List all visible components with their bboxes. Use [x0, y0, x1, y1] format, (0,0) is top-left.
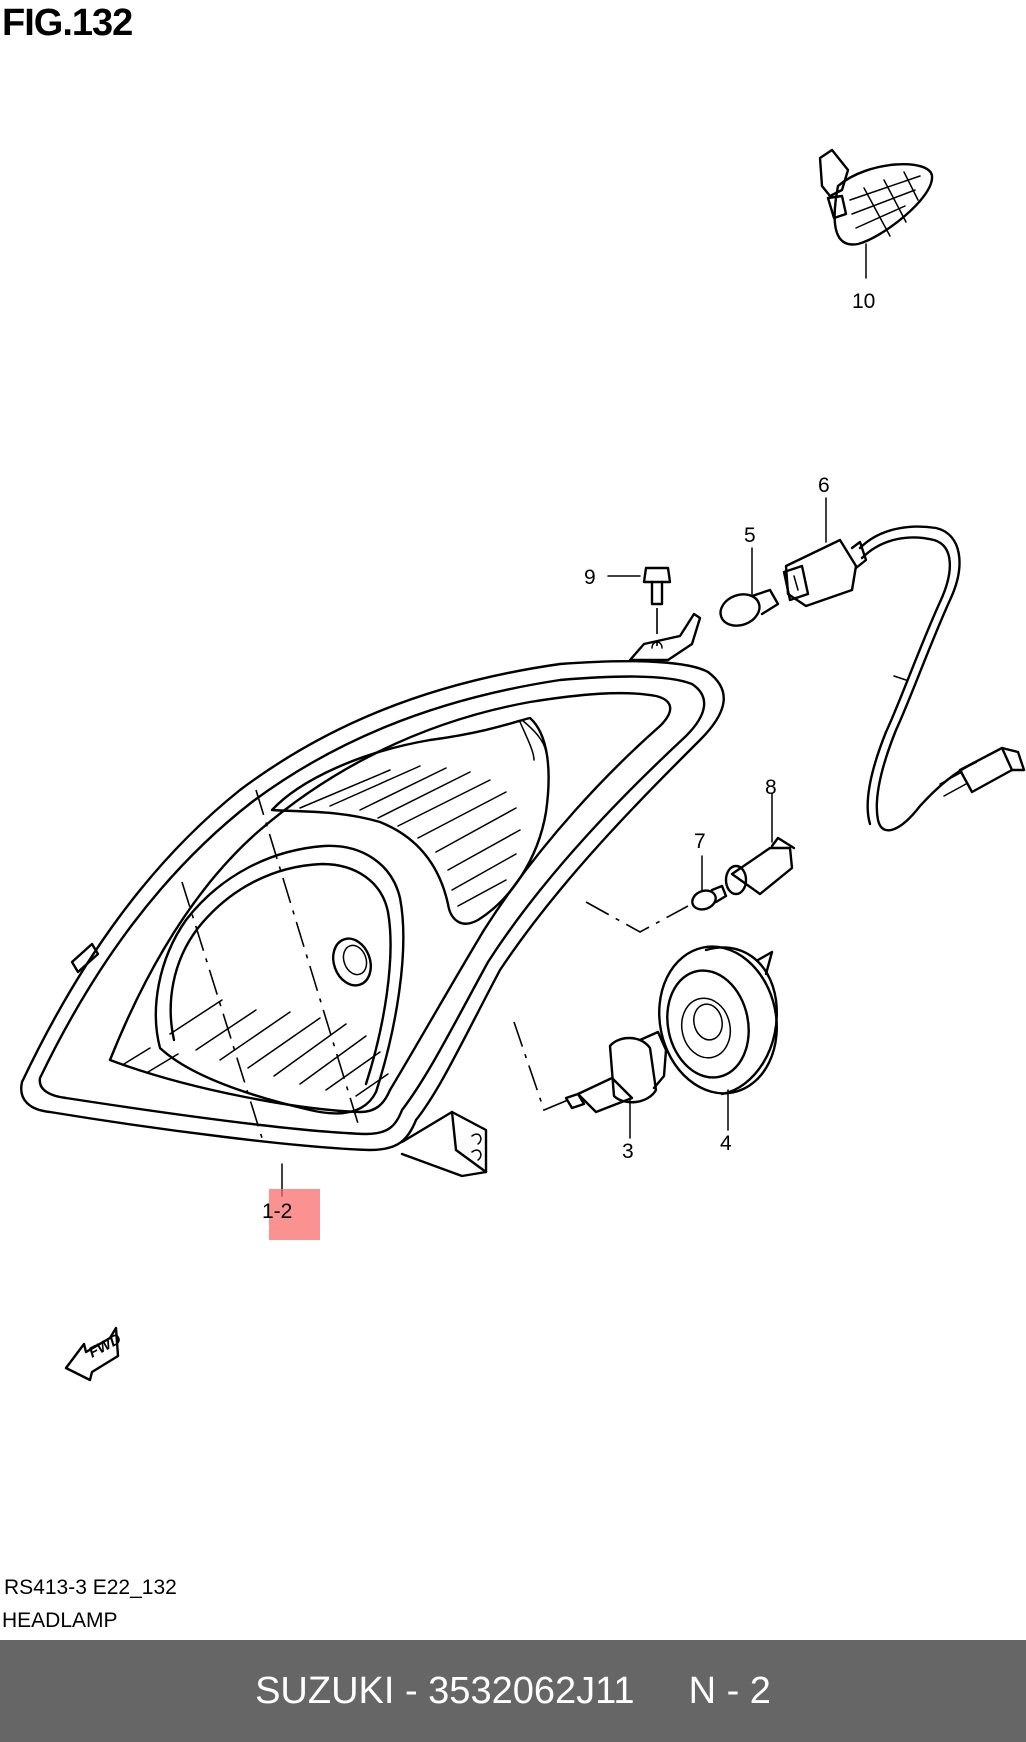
footer-part-number: SUZUKI - 3532062J11	[255, 1669, 635, 1712]
bulb-cover-4[interactable]	[646, 936, 790, 1131]
callout-7: 7	[694, 830, 706, 853]
side-marker-lamp[interactable]	[818, 148, 934, 279]
highlight-marker	[269, 1189, 320, 1240]
callout-3: 3	[622, 1140, 634, 1163]
small-bulb-7[interactable]	[690, 855, 728, 913]
wedge-bulb-5[interactable]	[716, 547, 780, 631]
reference-code: RS413-3 E22_132	[4, 1576, 177, 1599]
socket-harness[interactable]	[782, 497, 1026, 832]
reference-title: HEADLAMP	[2, 1609, 118, 1632]
screw[interactable]	[607, 566, 672, 650]
callout-4: 4	[720, 1132, 732, 1155]
figure-title: FIG.132	[2, 2, 133, 44]
callout-1-2: 1-2	[262, 1200, 293, 1223]
callout-9: 9	[584, 566, 596, 589]
forward-arrow-icon: FWD	[64, 1326, 124, 1382]
headlamp-housing[interactable]	[20, 612, 725, 1197]
socket-8[interactable]	[724, 793, 796, 896]
callout-6: 6	[818, 474, 830, 497]
callout-5: 5	[744, 524, 756, 547]
halogen-bulb-3[interactable]	[564, 1030, 668, 1139]
footer-quantity: N - 2	[688, 1669, 771, 1712]
footer-bar: SUZUKI - 3532062J11 N - 2	[0, 1640, 1026, 1742]
callout-10: 10	[852, 290, 875, 313]
callout-8: 8	[765, 776, 777, 799]
